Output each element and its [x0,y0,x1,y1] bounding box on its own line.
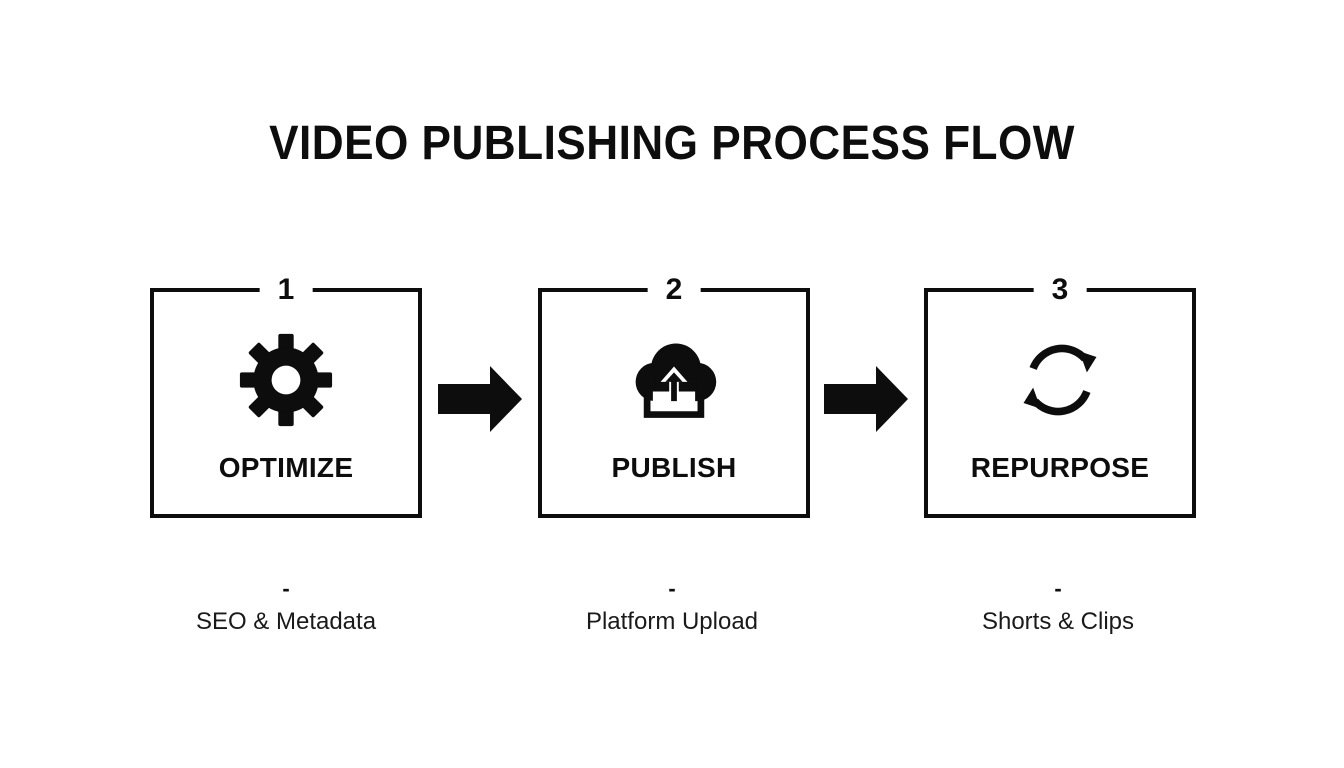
step-box-optimize: 1 OPTIMIZE [150,270,422,518]
gear-icon [238,332,334,428]
step-label: PUBLISH [611,452,737,483]
note-dash: - [1054,576,1062,601]
step-box-repurpose: 3 REPURPOSE [924,270,1196,518]
diagram-title: VIDEO PUBLISHING PROCESS FLOW [269,117,1075,170]
right-arrow-icon [438,366,522,432]
step-number: 2 [647,270,701,310]
note-text: Platform Upload [585,608,759,635]
step-label: OPTIMIZE [218,452,354,483]
refresh-cycle-icon [1012,332,1108,428]
step-label: REPURPOSE [970,452,1150,483]
note-dash: - [668,576,676,601]
step-number: 3 [1033,270,1087,310]
note-dash: - [282,576,290,601]
note-text: Shorts & Clips [981,608,1135,635]
cloud-upload-icon [626,332,722,428]
step-note-optimize: - SEO & Metadata [136,576,436,638]
note-text: SEO & Metadata [195,608,377,635]
step-note-repurpose: - Shorts & Clips [908,576,1208,638]
step-number: 1 [259,270,313,310]
step-box-publish: 2 PUBLISH [538,270,810,518]
right-arrow-icon [824,366,908,432]
step-note-publish: - Platform Upload [522,576,822,638]
